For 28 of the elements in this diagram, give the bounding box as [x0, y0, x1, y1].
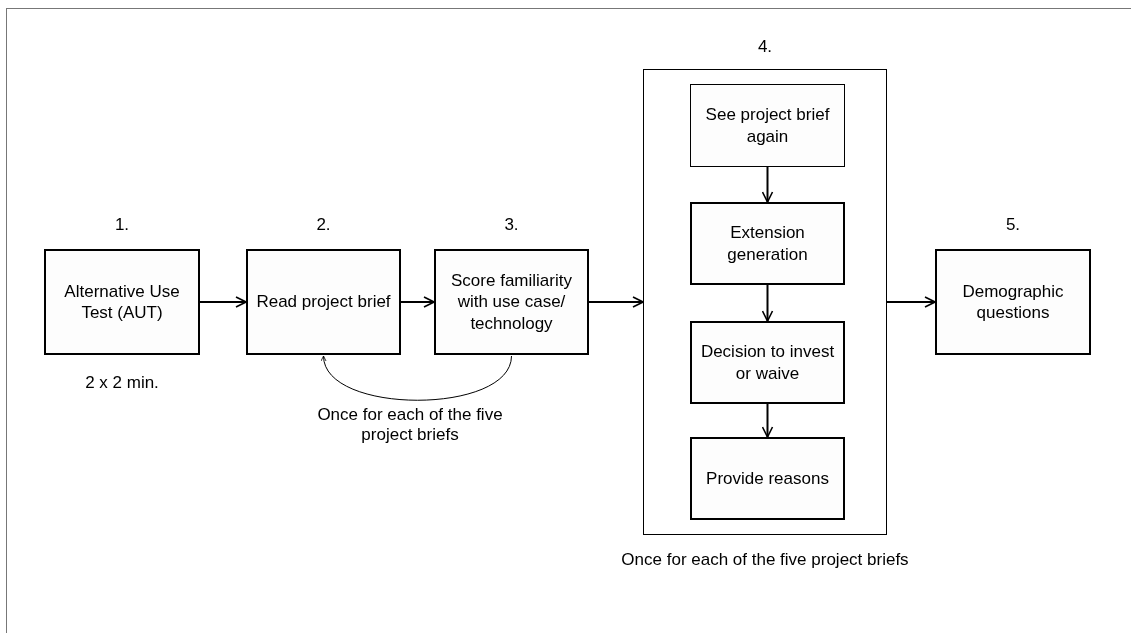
box-text: Alternative Use Test (AUT)	[63, 280, 181, 324]
arrow	[761, 166, 774, 203]
loop-arrow	[322, 355, 512, 401]
box-text: See project brief again	[704, 104, 831, 147]
process-box	[690, 437, 845, 520]
step-number: 2.	[316, 215, 331, 235]
step-number: 5.	[1005, 215, 1021, 235]
edge-label: Once for each of the five project briefs	[317, 405, 503, 445]
arrow	[588, 296, 644, 308]
box-text: Score familiarity with use case/ technology	[450, 270, 573, 334]
box-text: Demographic questions	[961, 280, 1065, 324]
box-text: Provide reasons	[705, 467, 830, 490]
step-number: 4.	[757, 37, 773, 57]
arrow	[886, 296, 936, 308]
process-box	[690, 202, 845, 285]
arrow	[761, 284, 774, 322]
box-text: Extension generation	[726, 222, 809, 265]
arrow	[761, 403, 774, 438]
arrow	[199, 296, 247, 308]
process-box	[690, 84, 845, 167]
duration-note: 2 x 2 min.	[85, 373, 159, 394]
step-number: 3.	[504, 215, 519, 235]
step-number: 1.	[114, 215, 130, 235]
box-text: Read project brief	[255, 291, 392, 313]
box-text: Decision to invest or waive	[699, 341, 836, 384]
repeat-note: Once for each of the five project briefs	[621, 550, 909, 571]
process-box	[690, 321, 845, 404]
arrow	[400, 296, 435, 308]
